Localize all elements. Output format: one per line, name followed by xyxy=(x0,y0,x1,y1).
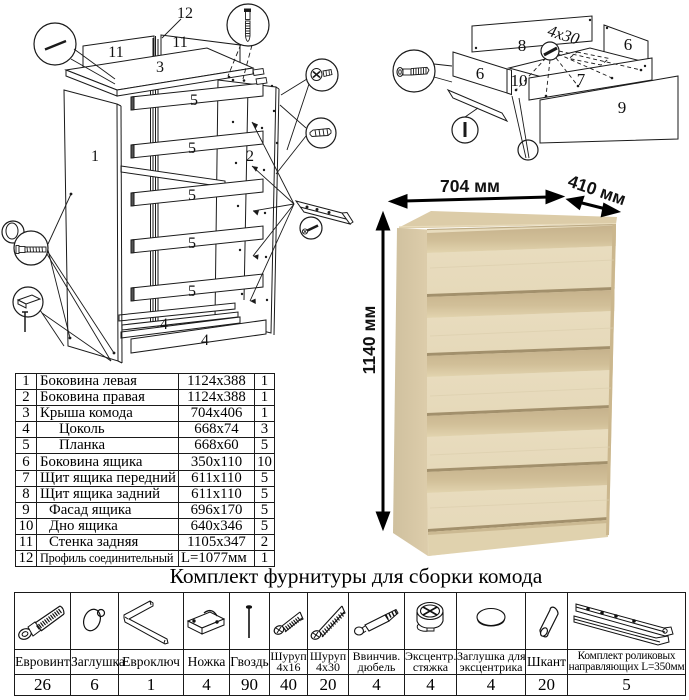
svg-text:11: 11 xyxy=(172,34,187,51)
svg-text:1: 1 xyxy=(91,148,99,165)
svg-text:2: 2 xyxy=(246,148,254,165)
svg-text:5: 5 xyxy=(188,140,196,157)
svg-text:4: 4 xyxy=(160,316,168,333)
svg-text:6: 6 xyxy=(624,35,633,54)
svg-text:8: 8 xyxy=(518,36,527,55)
svg-text:12: 12 xyxy=(177,5,193,22)
svg-text:9: 9 xyxy=(618,98,627,117)
svg-text:5: 5 xyxy=(190,92,198,109)
svg-text:11: 11 xyxy=(108,44,123,61)
svg-text:1140 мм: 1140 мм xyxy=(359,306,379,375)
svg-text:5: 5 xyxy=(188,283,196,300)
svg-text:7: 7 xyxy=(577,70,586,89)
svg-text:6: 6 xyxy=(476,64,485,83)
svg-text:5: 5 xyxy=(188,187,196,204)
svg-text:10: 10 xyxy=(511,71,528,90)
svg-text:704 мм: 704 мм xyxy=(440,176,500,196)
svg-text:5: 5 xyxy=(188,235,196,252)
svg-text:3: 3 xyxy=(156,59,164,76)
svg-text:4: 4 xyxy=(201,332,209,349)
